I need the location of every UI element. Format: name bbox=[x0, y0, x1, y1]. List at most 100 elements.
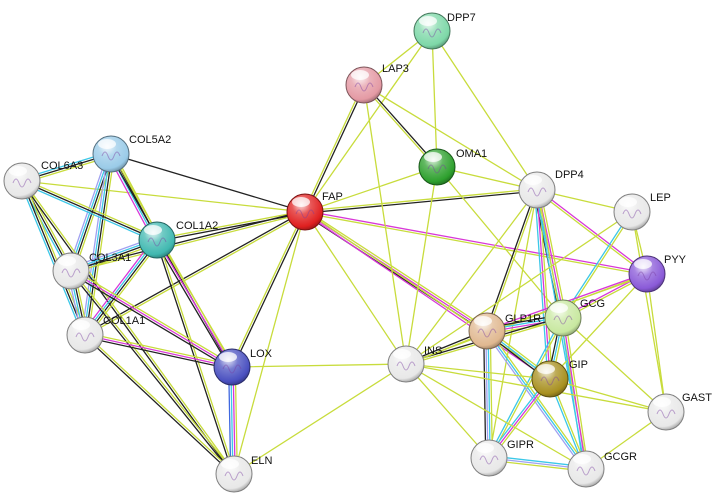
node-dpp7[interactable] bbox=[413, 12, 451, 50]
node-label-col5a2: COL5A2 bbox=[129, 134, 171, 146]
node-gast[interactable] bbox=[647, 393, 685, 431]
edge-strand-homology bbox=[484, 331, 585, 471]
edge-fap-ins[interactable] bbox=[304, 211, 407, 365]
node-label-oma1: OMA1 bbox=[456, 148, 487, 160]
node-ins[interactable] bbox=[387, 345, 425, 383]
node-col6a3[interactable] bbox=[3, 162, 41, 200]
edge-dpp4-pyy[interactable] bbox=[535, 188, 649, 276]
node-lap3[interactable] bbox=[345, 66, 383, 104]
edge-strand-textmining bbox=[304, 188, 538, 212]
node-label-dpp4: DPP4 bbox=[555, 169, 584, 181]
edge-fap-lox[interactable] bbox=[230, 210, 307, 369]
edge-dpp4-glp1r[interactable] bbox=[485, 188, 539, 333]
node-label-eln: ELN bbox=[251, 455, 272, 467]
edge-strand-homology bbox=[81, 152, 109, 336]
edge-gcg-gcgr[interactable] bbox=[560, 317, 589, 470]
sphere-highlight bbox=[537, 364, 555, 374]
edge-strand-textmining bbox=[233, 211, 306, 475]
edge-gcg-gast[interactable] bbox=[562, 317, 667, 413]
edge-lap3-ins[interactable] bbox=[363, 84, 407, 365]
edge-fap-col6a3[interactable] bbox=[21, 180, 306, 213]
edge-gip-ins[interactable] bbox=[405, 363, 551, 380]
edge-strand-textmining bbox=[233, 363, 407, 475]
edge-ins-eln[interactable] bbox=[233, 363, 407, 475]
node-gcgr[interactable] bbox=[567, 450, 605, 488]
node-pyy[interactable] bbox=[628, 255, 666, 293]
edge-glp1r-gipr[interactable] bbox=[483, 330, 493, 459]
node-gip[interactable] bbox=[531, 360, 569, 398]
edge-fap-col5a2[interactable] bbox=[110, 153, 306, 213]
sphere-highlight bbox=[98, 139, 116, 149]
edge-col5a2-col1a1[interactable] bbox=[81, 152, 115, 337]
edge-fap-dpp7[interactable] bbox=[304, 30, 433, 213]
edge-lep-gast[interactable] bbox=[631, 211, 667, 413]
nodes-layer bbox=[3, 12, 685, 493]
structure-icon bbox=[422, 28, 442, 38]
edge-col6a3-col1a2[interactable] bbox=[20, 178, 159, 243]
edge-lap3-dpp4[interactable] bbox=[363, 84, 538, 191]
edge-fap-oma1[interactable] bbox=[304, 166, 438, 213]
edge-pyy-gip[interactable] bbox=[549, 273, 648, 380]
structure-icon bbox=[477, 328, 497, 338]
node-oma1[interactable] bbox=[418, 148, 456, 186]
sphere-highlight bbox=[653, 397, 671, 407]
edge-strand-textmining bbox=[21, 180, 306, 213]
edge-fap-eln[interactable] bbox=[233, 211, 306, 475]
edge-fap-lap3[interactable] bbox=[303, 83, 366, 214]
edge-strand-textmining bbox=[22, 178, 159, 239]
edge-col3a1-lox[interactable] bbox=[69, 268, 234, 370]
edge-fap-col1a1[interactable] bbox=[83, 210, 307, 337]
node-col1a1[interactable] bbox=[66, 316, 104, 354]
node-label-gast: GAST bbox=[682, 392, 712, 404]
edge-oma1-ins[interactable] bbox=[405, 166, 438, 365]
edge-fap-dpp4[interactable] bbox=[304, 188, 538, 214]
edge-ins-gcgr[interactable] bbox=[405, 363, 587, 470]
structure-icon bbox=[295, 209, 315, 219]
node-col5a2[interactable] bbox=[92, 135, 130, 173]
sphere-highlight bbox=[634, 259, 652, 269]
sphere-highlight bbox=[476, 443, 494, 453]
node-lep[interactable] bbox=[613, 193, 651, 231]
structure-icon bbox=[576, 466, 596, 476]
edge-ins-gipr[interactable] bbox=[405, 363, 490, 459]
edge-pyy-gast[interactable] bbox=[646, 273, 667, 413]
node-lox[interactable] bbox=[213, 348, 251, 386]
edge-col6a3-col1a1[interactable] bbox=[19, 179, 88, 337]
edge-dpp7-dpp4[interactable] bbox=[431, 30, 538, 191]
edge-dpp7-oma1[interactable] bbox=[431, 30, 438, 168]
edge-strand-textmining bbox=[86, 241, 161, 338]
edge-fap-col1a2[interactable] bbox=[156, 210, 306, 242]
edge-ins-lox[interactable] bbox=[231, 363, 407, 368]
edge-strand-coexpression bbox=[485, 188, 537, 332]
node-fap[interactable] bbox=[286, 193, 324, 231]
edge-strand-coexpression bbox=[304, 190, 538, 214]
edge-col6a3-eln[interactable] bbox=[20, 179, 236, 476]
edge-strand-textmining bbox=[549, 273, 648, 380]
node-dpp4[interactable] bbox=[518, 171, 556, 209]
node-eln[interactable] bbox=[215, 455, 253, 493]
edge-strand-textmining bbox=[539, 188, 567, 318]
edge-strand-databases bbox=[561, 210, 632, 319]
structure-icon bbox=[396, 361, 416, 371]
structure-icon bbox=[12, 178, 32, 188]
sphere-highlight bbox=[424, 152, 442, 162]
edge-strand-coexpression bbox=[85, 153, 113, 336]
structure-icon bbox=[224, 471, 244, 481]
edge-col1a1-lox[interactable] bbox=[83, 332, 234, 370]
edge-gip-gast[interactable] bbox=[549, 378, 667, 413]
edge-strand-textmining bbox=[549, 378, 667, 413]
node-col1a2[interactable] bbox=[138, 221, 176, 259]
edge-col1a2-lox[interactable] bbox=[154, 238, 235, 369]
node-glp1r[interactable] bbox=[468, 312, 506, 350]
edge-col3a1-eln[interactable] bbox=[69, 269, 236, 476]
edge-strand-coexpression bbox=[154, 240, 231, 369]
node-gipr[interactable] bbox=[470, 439, 508, 477]
node-gcg[interactable] bbox=[544, 299, 582, 337]
edge-col1a1-eln[interactable] bbox=[83, 333, 236, 476]
edge-lep-ins[interactable] bbox=[405, 211, 633, 365]
node-label-lep: LEP bbox=[650, 192, 671, 204]
edge-fap-pyy[interactable] bbox=[304, 210, 648, 276]
edge-dpp4-ins[interactable] bbox=[405, 189, 538, 365]
edge-col1a2-col1a1[interactable] bbox=[81, 237, 161, 338]
node-col3a1[interactable] bbox=[52, 252, 90, 290]
